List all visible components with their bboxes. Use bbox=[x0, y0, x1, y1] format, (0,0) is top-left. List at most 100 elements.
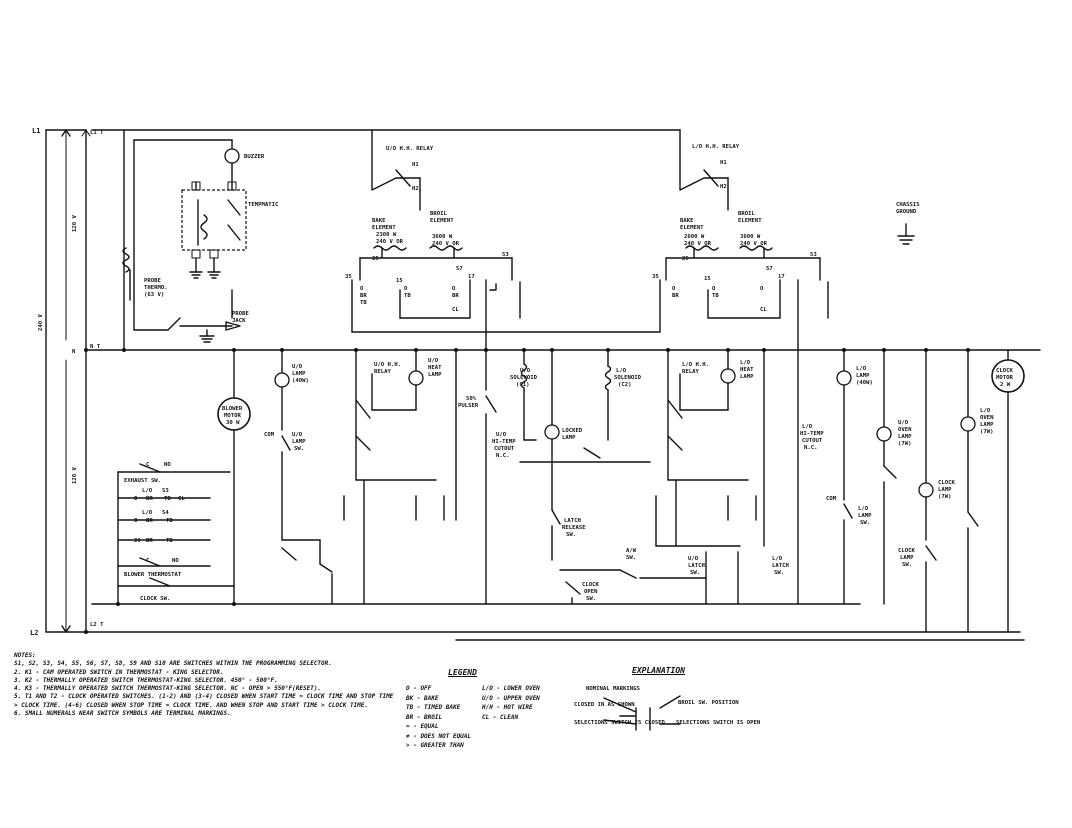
note-6: 6. SMALL NUMERALS NEAR SWITCH SYMBOLS AR… bbox=[14, 710, 231, 718]
uo-bake-label-2: ELEMENT bbox=[372, 225, 396, 231]
clock-lamp-2: LAMP bbox=[938, 487, 952, 493]
label-n: N bbox=[72, 349, 76, 355]
note-3: 3. K2 - THERMALLY OPERATED SWITCH THERMO… bbox=[14, 676, 278, 684]
lo-hitemp-4: N.C. bbox=[804, 445, 817, 451]
lo57-o: O bbox=[760, 286, 764, 292]
lo-hh-relay-1: L/O H.H. bbox=[682, 362, 709, 368]
uo-t-53: 53 bbox=[502, 252, 509, 258]
legend-item: > - GREATER THAN bbox=[406, 742, 464, 749]
uo-oven-lamp-2: OVEN bbox=[898, 427, 912, 433]
label-l2: L2 bbox=[30, 629, 38, 637]
com-lo-lamp-sw-3: LAMP bbox=[858, 513, 872, 519]
legend-item: TB - TIMED BAKE bbox=[406, 704, 461, 711]
left-row-1: L/O bbox=[142, 488, 153, 494]
notes-section: NOTES: S1, S2, S3, S4, S5, S6, S7, S8, S… bbox=[14, 652, 394, 718]
junction-nodes bbox=[84, 348, 970, 634]
left-row-2d: CL bbox=[178, 496, 185, 502]
clock-lamp-sw-2: LAMP bbox=[900, 555, 914, 561]
legend-item: L/O - LOWER OVEN bbox=[482, 685, 540, 692]
left-row-2b: BR bbox=[146, 496, 153, 502]
buzzer-icon bbox=[224, 148, 240, 164]
exhaust-no: NO bbox=[164, 462, 171, 468]
chassis-ground-label-2: GROUND bbox=[896, 209, 917, 215]
left-row-4c: TB bbox=[166, 518, 173, 524]
com-uo-lamp-sw-4: SW. bbox=[294, 446, 304, 452]
expl-broil: BROIL SW. POSITION bbox=[678, 700, 739, 706]
uo-latch-sw-2: LATCH bbox=[688, 563, 705, 569]
legend-title: LEGEND bbox=[448, 668, 477, 677]
uo-broil-label-1: BROIL bbox=[430, 211, 447, 217]
uo-oven-lamp-icon bbox=[876, 426, 892, 442]
notes-title: NOTES: bbox=[14, 652, 36, 659]
legend-item: CL - CLEAN bbox=[482, 713, 519, 721]
probe-thermo-label-2: THERMO. bbox=[144, 285, 168, 291]
com-uo-lamp-sw-2: U/O bbox=[292, 432, 303, 438]
uo-element-circuit bbox=[351, 129, 661, 351]
pulser-2: PULSER bbox=[458, 403, 479, 409]
probe-jack-label-2: JACK bbox=[232, 318, 246, 324]
terminal-n: N T bbox=[90, 344, 101, 350]
lo15-o: O bbox=[712, 286, 716, 292]
lo-lamp-2: LAMP bbox=[856, 373, 870, 379]
uo57-br: BR bbox=[452, 293, 459, 299]
uo15-o: O bbox=[404, 286, 408, 292]
uo-heat-lamp-1: U/O bbox=[428, 358, 439, 364]
left-row-5a: 26 bbox=[134, 538, 141, 544]
clock-lamp-sw-1: CLOCK bbox=[898, 548, 915, 554]
blower-thermostat-no: NO bbox=[172, 558, 179, 564]
clock-motor-label-2: MOTOR bbox=[996, 375, 1013, 381]
uo-heat-lamp-icon bbox=[408, 370, 424, 386]
legend-item: BK - BAKE bbox=[406, 694, 439, 702]
probe-thermo-label-3: (63 V) bbox=[144, 292, 164, 298]
lo-relay-h2: H2 bbox=[720, 184, 727, 190]
note-4: 4. K3 - THERMALLY OPERATED SWITCH THERMO… bbox=[14, 685, 322, 693]
expl-closed: CLOSED IN AS SHOWN bbox=[574, 702, 635, 708]
uo-t-25: 25 bbox=[372, 256, 379, 262]
left-row-2c: TB bbox=[164, 496, 171, 502]
uo-broil-label-4: 240 V OR bbox=[432, 241, 460, 247]
uo-bake-label-4: 240 V OR bbox=[376, 239, 404, 245]
lower-circuits bbox=[117, 349, 1025, 633]
left-row-4a: O bbox=[134, 518, 138, 524]
tempmatic-box bbox=[181, 189, 247, 251]
legend-item: O - OFF bbox=[406, 685, 432, 692]
com-uo-lamp-sw-3: LAMP bbox=[292, 439, 306, 445]
lo15-tb: TB bbox=[712, 293, 719, 299]
latch-release-2: RELEASE bbox=[562, 525, 586, 531]
lo-broil-label-1: BROIL bbox=[738, 211, 755, 217]
lo-t-35: 35 bbox=[652, 274, 659, 280]
label-l1: L1 bbox=[32, 127, 40, 135]
note-2: 2. K1 - CAM OPERATED SWITCH IN THERMOSTA… bbox=[14, 668, 224, 676]
blower-motor-label-2: MOTOR bbox=[224, 413, 241, 419]
legend-item: ≠ - DOES NOT EQUAL bbox=[406, 732, 472, 740]
uo57-cl: CL bbox=[452, 307, 459, 313]
uo-heat-lamp-2: HEAT bbox=[428, 365, 442, 371]
terminal-position-labels: O BR TB O TB O BR CL O BR O TB O CL bbox=[360, 286, 767, 313]
lo-heat-lamp-icon bbox=[720, 368, 736, 384]
clock-sw-label: CLOCK SW. bbox=[140, 596, 170, 602]
uo-t-35: 35 bbox=[345, 274, 352, 280]
lo-latch-sw-3: SW. bbox=[774, 570, 784, 576]
expl-nominal: NOMINAL MARKINGS bbox=[586, 686, 641, 692]
clock-lamp-3: (7W) bbox=[938, 494, 951, 500]
uo35-o: O bbox=[360, 286, 364, 292]
uo-hitemp-3: CUTOUT bbox=[494, 446, 515, 452]
lo-bake-label-2: ELEMENT bbox=[680, 225, 704, 231]
explanation-diagram bbox=[603, 695, 681, 731]
uo-hitemp-1: U/O bbox=[496, 432, 507, 438]
tempmatic-circuit bbox=[122, 129, 247, 351]
uo-hitemp-2: HI-TEMP bbox=[492, 439, 516, 445]
expl-sel-closed: SELECTIONS SWITCH IS CLOSED bbox=[574, 720, 666, 726]
lo-hitemp-2: HI-TEMP bbox=[800, 431, 824, 437]
pulser-1: 50% bbox=[466, 396, 477, 402]
lo-broil-label-3: 3600 W bbox=[740, 234, 761, 240]
uo-oven-lamp-3: LAMP bbox=[898, 434, 912, 440]
lo-hitemp-1: L/O bbox=[802, 424, 813, 430]
lo-latch-sw-1: L/O bbox=[772, 556, 783, 562]
lo-oven-lamp-icon bbox=[960, 416, 976, 432]
com-lo-lamp-sw-2: L/O bbox=[858, 506, 869, 512]
note-5: 5. T1 AND T2 - CLOCK OPERATED SWITCHES. … bbox=[14, 693, 394, 709]
lo-oven-lamp-3: LAMP bbox=[980, 422, 994, 428]
lo-t-15: 15 bbox=[704, 276, 711, 282]
uo-relay-label: U/O H.H. RELAY bbox=[386, 146, 434, 152]
